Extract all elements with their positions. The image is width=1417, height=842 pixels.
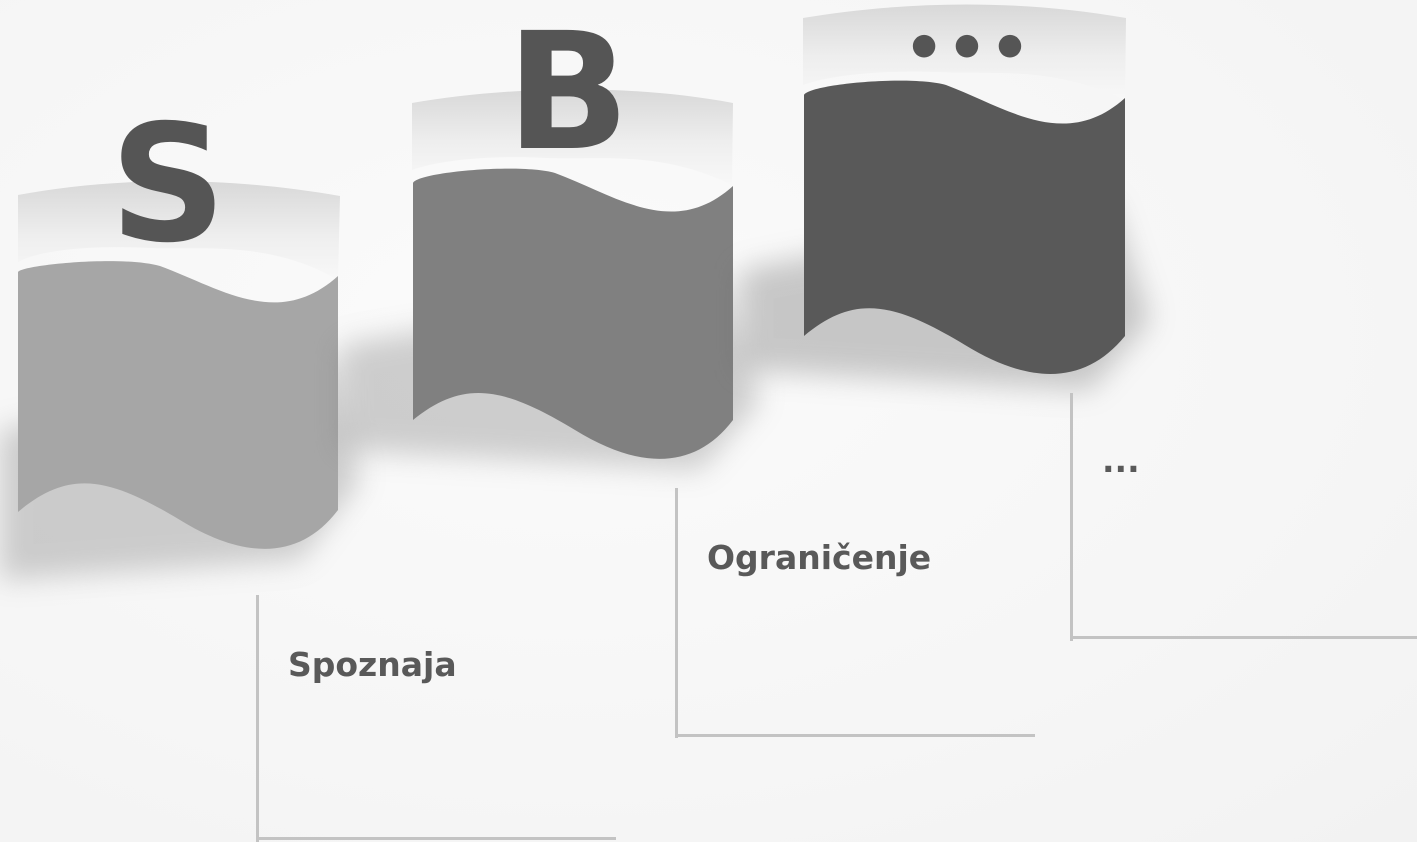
flag-fold	[18, 181, 340, 280]
callout-horizontal-line	[256, 837, 616, 840]
step-letter: •••	[904, 12, 1033, 86]
step-label: ...	[1102, 441, 1140, 480]
flag-fold	[412, 89, 733, 185]
callout-step-1: Spoznaja	[256, 595, 616, 842]
flag-step-2: B	[340, 0, 760, 470]
callout-vertical-line	[256, 595, 259, 842]
flag-step-3: •••	[740, 4, 1150, 390]
flag-body	[804, 80, 1125, 374]
flag-body	[413, 168, 733, 459]
step-letter: S	[110, 91, 227, 279]
callout-vertical-line	[675, 488, 678, 738]
callout-horizontal-line	[675, 734, 1035, 737]
flag-body	[18, 261, 338, 549]
step-label: Spoznaja	[288, 645, 457, 684]
step-letter: B	[506, 0, 629, 187]
callout-horizontal-line	[1070, 636, 1417, 639]
step-label: Ograničenje	[707, 538, 932, 577]
callout-step-3: ...	[1070, 393, 1417, 643]
flag-step-1: S	[0, 91, 360, 580]
flag-fold	[803, 4, 1126, 100]
callout-step-2: Ograničenje	[675, 488, 1035, 740]
callout-vertical-line	[1070, 393, 1073, 641]
